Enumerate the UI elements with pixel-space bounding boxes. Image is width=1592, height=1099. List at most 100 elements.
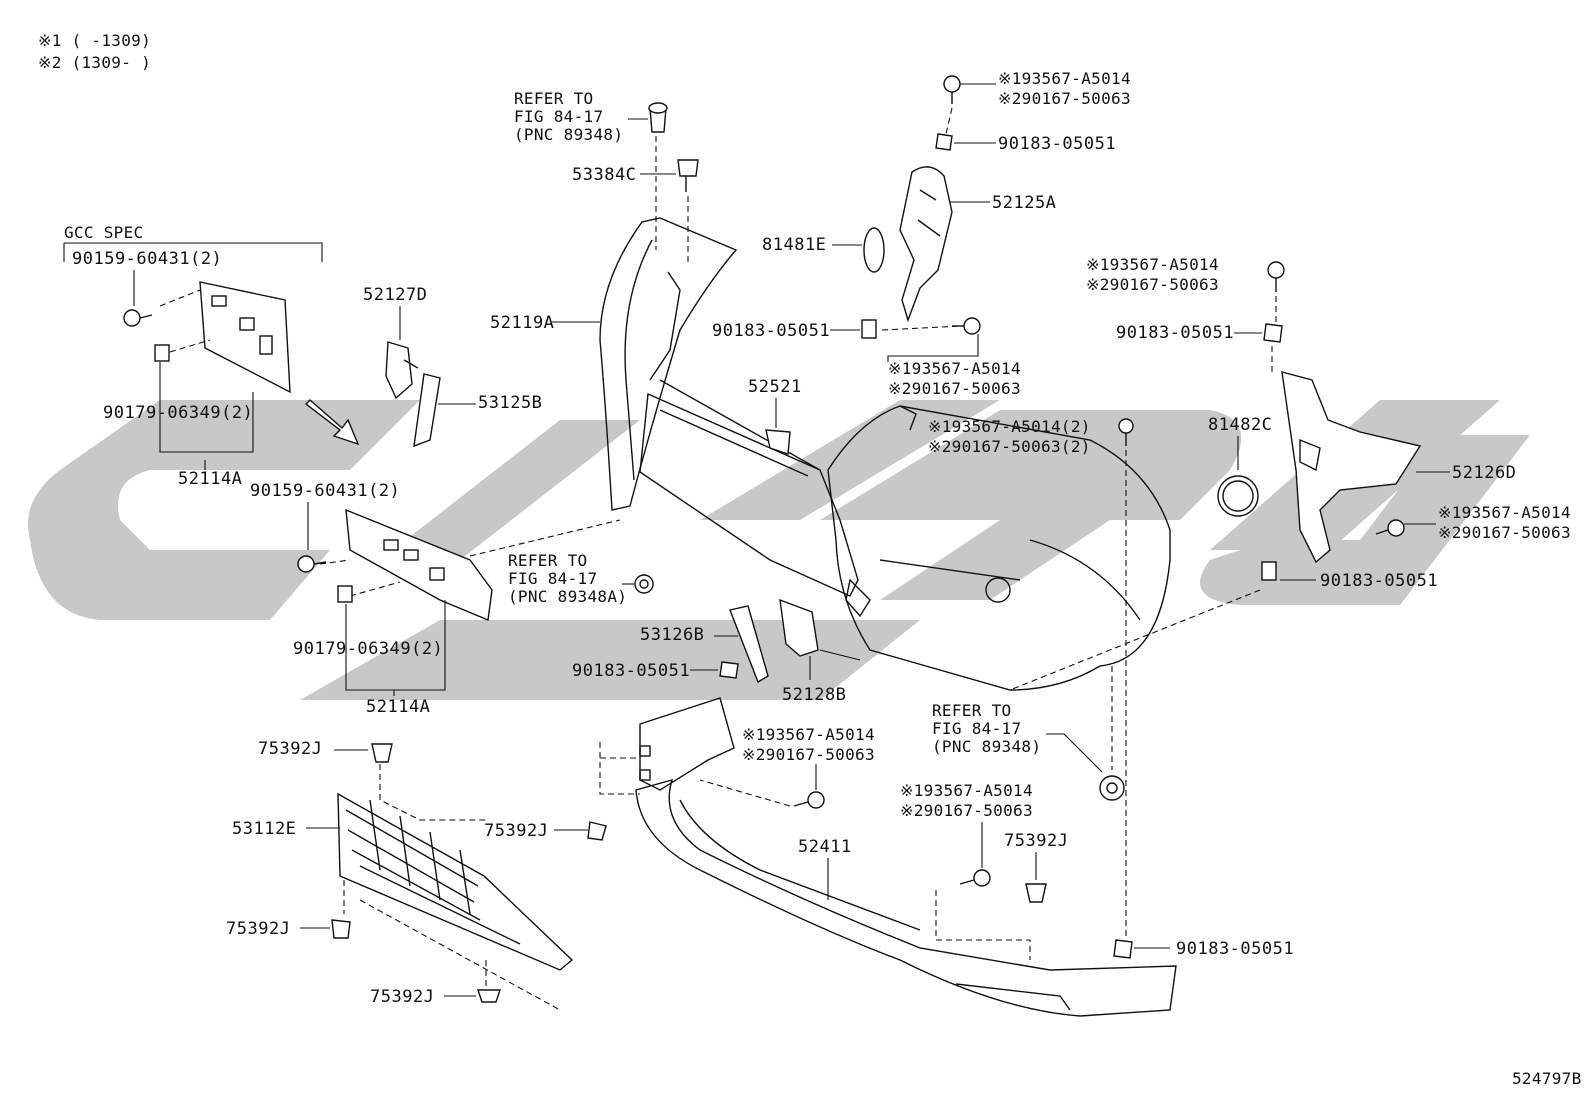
refer-mid-line2: FIG 84-17 bbox=[508, 569, 597, 588]
label-75392J-4[interactable]: 75392J bbox=[370, 987, 434, 1007]
nut-clip-icon bbox=[1263, 323, 1283, 343]
label-93567-2[interactable]: ※193567-A5014(2) bbox=[928, 417, 1091, 436]
bracket-52126D bbox=[1281, 371, 1422, 564]
label-90183-b[interactable]: 90183-05051 bbox=[1176, 939, 1294, 959]
refer-right-line1: REFER TO bbox=[932, 701, 1011, 720]
label-90167-2[interactable]: ※290167-50063(2) bbox=[928, 437, 1091, 456]
screw-icon bbox=[943, 75, 961, 104]
label-52126D[interactable]: 52126D bbox=[1452, 463, 1516, 483]
note-1: ※1 ( -1309) bbox=[38, 31, 151, 50]
gcc-spec-label: GCC SPEC bbox=[64, 223, 143, 242]
note-2: ※2 (1309- ) bbox=[38, 53, 151, 72]
bracket-52125A bbox=[899, 166, 953, 323]
bumper-upper-retainer-52119A bbox=[599, 217, 821, 511]
clip-icon bbox=[1025, 883, 1047, 903]
label-53125B[interactable]: 53125B bbox=[478, 393, 542, 413]
label-90179-06349-a[interactable]: 90179-06349(2) bbox=[103, 403, 253, 423]
refer-mid-line1: REFER TO bbox=[508, 551, 587, 570]
label-93567-mid[interactable]: ※193567-A5014 bbox=[888, 359, 1021, 378]
license-bracket-gcc bbox=[159, 281, 291, 394]
label-90167-mid[interactable]: ※290167-50063 bbox=[888, 379, 1021, 398]
label-90183-top[interactable]: 90183-05051 bbox=[998, 134, 1116, 154]
refer-right-line3[interactable]: (PNC 89348) bbox=[932, 737, 1041, 756]
label-75392J-2[interactable]: 75392J bbox=[484, 821, 548, 841]
bumper-cover bbox=[827, 405, 1171, 691]
label-52119A[interactable]: 52119A bbox=[490, 313, 554, 333]
label-53126B[interactable]: 53126B bbox=[640, 625, 704, 645]
nut-icon bbox=[337, 585, 353, 603]
grommet-icon bbox=[1099, 775, 1125, 801]
refer-right-line2: FIG 84-17 bbox=[932, 719, 1021, 738]
label-93567-r[interactable]: ※193567-A5014 bbox=[1086, 255, 1219, 274]
bracket-52127D bbox=[385, 341, 419, 400]
label-52125A[interactable]: 52125A bbox=[992, 193, 1056, 213]
figure-code: 524797B bbox=[1512, 1069, 1582, 1088]
clip-icon bbox=[477, 989, 501, 1003]
screw-icon bbox=[952, 317, 981, 335]
label-93567-c[interactable]: ※193567-A5014 bbox=[742, 725, 875, 744]
refer-mid-line3[interactable]: (PNC 89348A) bbox=[508, 587, 627, 606]
label-75392J-3[interactable]: 75392J bbox=[226, 919, 290, 939]
nut-clip-icon bbox=[935, 133, 953, 151]
seal-81481E bbox=[863, 227, 885, 273]
direction-arrow-icon bbox=[304, 399, 360, 446]
lower-retainer bbox=[639, 697, 735, 791]
label-81481E[interactable]: 81481E bbox=[762, 235, 826, 255]
label-93567-b[interactable]: ※193567-A5014 bbox=[900, 781, 1033, 800]
reflector-53126B bbox=[729, 605, 769, 684]
lower-grille-53112E bbox=[337, 792, 574, 971]
nut-clip-icon bbox=[719, 661, 739, 679]
label-75392J-5[interactable]: 75392J bbox=[1004, 831, 1068, 851]
refer-top-line2: FIG 84-17 bbox=[514, 107, 603, 126]
label-75392J-1[interactable]: 75392J bbox=[258, 739, 322, 759]
label-52128B[interactable]: 52128B bbox=[782, 685, 846, 705]
label-81482C[interactable]: 81482C bbox=[1208, 415, 1272, 435]
refer-top-line1: REFER TO bbox=[514, 89, 593, 108]
label-52127D[interactable]: 52127D bbox=[363, 285, 427, 305]
sensor-grommet-icon bbox=[634, 574, 654, 594]
clip-icon bbox=[371, 743, 393, 763]
label-52114A-a[interactable]: 52114A bbox=[178, 469, 242, 489]
label-90179-06349-b[interactable]: 90179-06349(2) bbox=[293, 639, 443, 659]
watermark-logo bbox=[28, 400, 1530, 700]
refer-top-line3[interactable]: (PNC 89348) bbox=[514, 125, 623, 144]
label-90167-top[interactable]: ※290167-50063 bbox=[998, 89, 1131, 108]
label-90183-left[interactable]: 90183-05051 bbox=[712, 321, 830, 341]
label-90183-r2[interactable]: 90183-05051 bbox=[1320, 571, 1438, 591]
license-bracket-52114A bbox=[319, 508, 621, 621]
label-52114A-b[interactable]: 52114A bbox=[366, 697, 430, 717]
grommet-icon bbox=[648, 102, 668, 133]
reflector-53125B bbox=[413, 373, 441, 448]
label-90167-c[interactable]: ※290167-50063 bbox=[742, 745, 875, 764]
label-90159-60431-b[interactable]: 90159-60431(2) bbox=[250, 481, 400, 501]
label-93567-top[interactable]: ※193567-A5014 bbox=[998, 69, 1131, 88]
nut-icon bbox=[154, 344, 170, 362]
clip-52521 bbox=[765, 429, 791, 455]
label-90183-c[interactable]: 90183-05051 bbox=[572, 661, 690, 681]
label-90167-r[interactable]: ※290167-50063 bbox=[1086, 275, 1219, 294]
label-52411[interactable]: 52411 bbox=[798, 837, 852, 857]
label-52521[interactable]: 52521 bbox=[748, 377, 802, 397]
screw-icon bbox=[1375, 519, 1405, 537]
label-90167-r2[interactable]: ※290167-50063 bbox=[1438, 523, 1571, 542]
label-53112E[interactable]: 53112E bbox=[232, 819, 296, 839]
screw-icon bbox=[1267, 261, 1285, 292]
screw-icon bbox=[1118, 418, 1134, 446]
seal-81482C bbox=[1217, 475, 1259, 517]
clip-icon bbox=[677, 159, 699, 192]
bracket-52128B bbox=[779, 598, 819, 657]
label-90159-60431-a[interactable]: 90159-60431(2) bbox=[72, 249, 222, 269]
screw-icon bbox=[793, 791, 825, 809]
nut-clip-icon bbox=[861, 319, 877, 339]
screw-icon bbox=[959, 869, 991, 887]
label-90167-b[interactable]: ※290167-50063 bbox=[900, 801, 1033, 820]
label-90183-r[interactable]: 90183-05051 bbox=[1116, 323, 1234, 343]
clip-icon bbox=[587, 821, 607, 841]
bolt-icon bbox=[297, 555, 327, 573]
clip-icon bbox=[331, 919, 351, 939]
bolt-icon bbox=[123, 309, 153, 327]
upper-retainer-rail bbox=[639, 392, 859, 597]
label-53384C[interactable]: 53384C bbox=[572, 165, 636, 185]
label-93567-r2[interactable]: ※193567-A5014 bbox=[1438, 503, 1571, 522]
